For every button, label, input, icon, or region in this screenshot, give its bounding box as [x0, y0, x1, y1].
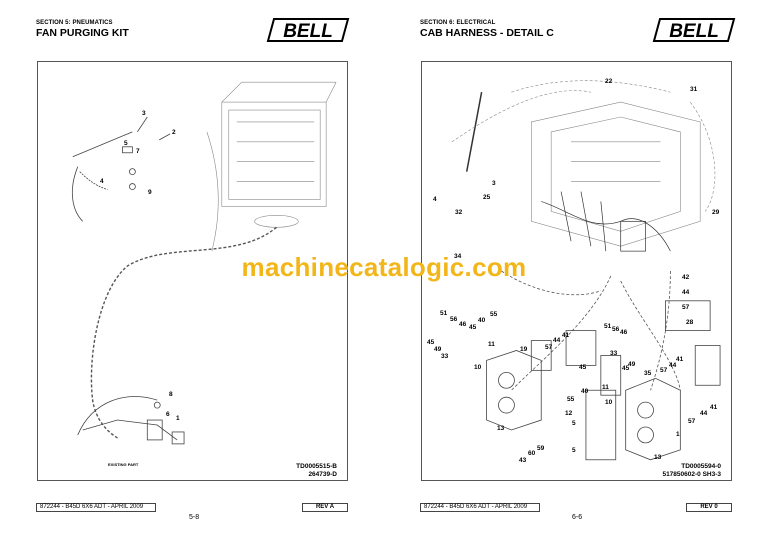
callout: 12	[565, 410, 573, 417]
logo-text: BELL	[283, 21, 333, 42]
callout: 4	[100, 178, 104, 185]
callout: 32	[455, 209, 463, 216]
existing-part-label: EXISTING PART	[108, 462, 139, 467]
callout: 44	[682, 289, 690, 296]
callout: 41	[562, 332, 570, 339]
callout: 55	[490, 311, 498, 318]
callout: 10	[474, 364, 482, 371]
diagram-frame: 22 31 4 3 25 32 29 34 42 44 57 28 51 56 …	[421, 61, 732, 481]
callout: 44	[700, 410, 708, 417]
callout: 59	[537, 445, 545, 452]
callout: 33	[610, 350, 618, 357]
callout: 11	[488, 341, 495, 348]
callout: 29	[712, 209, 720, 216]
callout: 19	[520, 346, 528, 353]
right-page: SECTION 6: ELECTRICAL CAB HARNESS - DETA…	[384, 0, 768, 543]
revision-box: REV 0	[686, 503, 732, 512]
callout: 13	[654, 454, 662, 461]
callout: 10	[605, 399, 613, 406]
callout: 40	[581, 388, 589, 395]
callout: 45	[622, 365, 630, 372]
callout: 43	[519, 457, 527, 464]
callout: 57	[660, 367, 668, 374]
callout: 25	[483, 194, 491, 201]
callout: 45	[427, 339, 435, 346]
revision-box: REV A	[302, 503, 348, 512]
callout: 41	[710, 404, 718, 411]
callout: 42	[682, 274, 690, 281]
section-label: SECTION 5: PNEUMATICS	[36, 20, 113, 26]
logo-text: BELL	[669, 21, 719, 42]
callout: 34	[454, 253, 462, 260]
callout: 11	[602, 384, 609, 391]
document-footer: 872244 - B45D 6X6 ADT - APRIL 2009	[36, 503, 156, 512]
callout: 4	[433, 196, 437, 203]
callout: 1	[676, 431, 680, 438]
callout: 44	[669, 362, 677, 369]
callout: 5	[572, 447, 576, 454]
drawing-reference: TD0005515-B 264739-D	[296, 463, 337, 479]
page-number: 6-6	[572, 514, 583, 521]
callout: 3	[142, 110, 146, 117]
callout: 57	[688, 418, 696, 425]
diagram-frame: 3 2 5 7 4 9 8 6 1 EXISTING PART TD000551…	[37, 61, 348, 481]
callout: 40	[478, 317, 486, 324]
callout: 46	[459, 321, 467, 328]
page-title: FAN PURGING KIT	[36, 27, 129, 39]
callout: 5	[572, 420, 576, 427]
fan-purging-kit-diagram	[71, 81, 337, 445]
callout: 56	[612, 326, 620, 333]
drawing-ref-2: 264739-D	[308, 471, 337, 478]
callout: 35	[644, 370, 652, 377]
callout: 6	[166, 411, 170, 418]
callout: 3	[492, 180, 496, 187]
callout: 57	[682, 304, 690, 311]
callout: 1	[176, 415, 180, 422]
callout: 2	[172, 129, 176, 136]
callout: 49	[434, 346, 442, 353]
page-number: 5-8	[189, 514, 200, 521]
callout: 41	[676, 356, 684, 363]
callout: 28	[686, 319, 694, 326]
left-page: SECTION 5: PNEUMATICS FAN PURGING KIT BE…	[36, 18, 350, 521]
callout: 33	[441, 353, 449, 360]
callout: 60	[528, 450, 536, 457]
callout: 31	[690, 86, 698, 93]
document-footer: 872244 - B45D 6X6 ADT - APRIL 2009	[420, 503, 540, 512]
section-label: SECTION 6: ELECTRICAL	[420, 20, 496, 26]
callout: 9	[148, 189, 152, 196]
callout: 46	[620, 329, 628, 336]
bell-logo: BELL	[266, 18, 350, 42]
callout: 51	[440, 310, 448, 317]
callout: 45	[579, 364, 587, 371]
callout: 56	[450, 316, 458, 323]
callout: 5	[124, 140, 128, 147]
callout: 49	[628, 361, 636, 368]
callout: 57	[545, 344, 553, 351]
bell-logo: BELL	[652, 18, 736, 42]
callout: 8	[169, 391, 173, 398]
callout: 7	[136, 148, 140, 155]
callout: 45	[469, 324, 477, 331]
drawing-reference: TD0005594-0 517850602-0 SH3-3	[662, 463, 721, 479]
callout: 55	[567, 396, 575, 403]
page-title: CAB HARNESS - DETAIL C	[420, 27, 554, 39]
watermark: machinecatalogic.com	[241, 252, 527, 282]
drawing-ref-2: 517850602-0 SH3-3	[662, 471, 721, 478]
callout: 44	[553, 337, 561, 344]
callout: 13	[497, 425, 505, 432]
drawing-ref-1: TD0005594-0	[681, 463, 721, 470]
cab-harness-diagram	[451, 80, 721, 461]
drawing-ref-1: TD0005515-B	[296, 463, 337, 470]
callout: 22	[605, 78, 613, 85]
callout: 51	[604, 323, 612, 330]
